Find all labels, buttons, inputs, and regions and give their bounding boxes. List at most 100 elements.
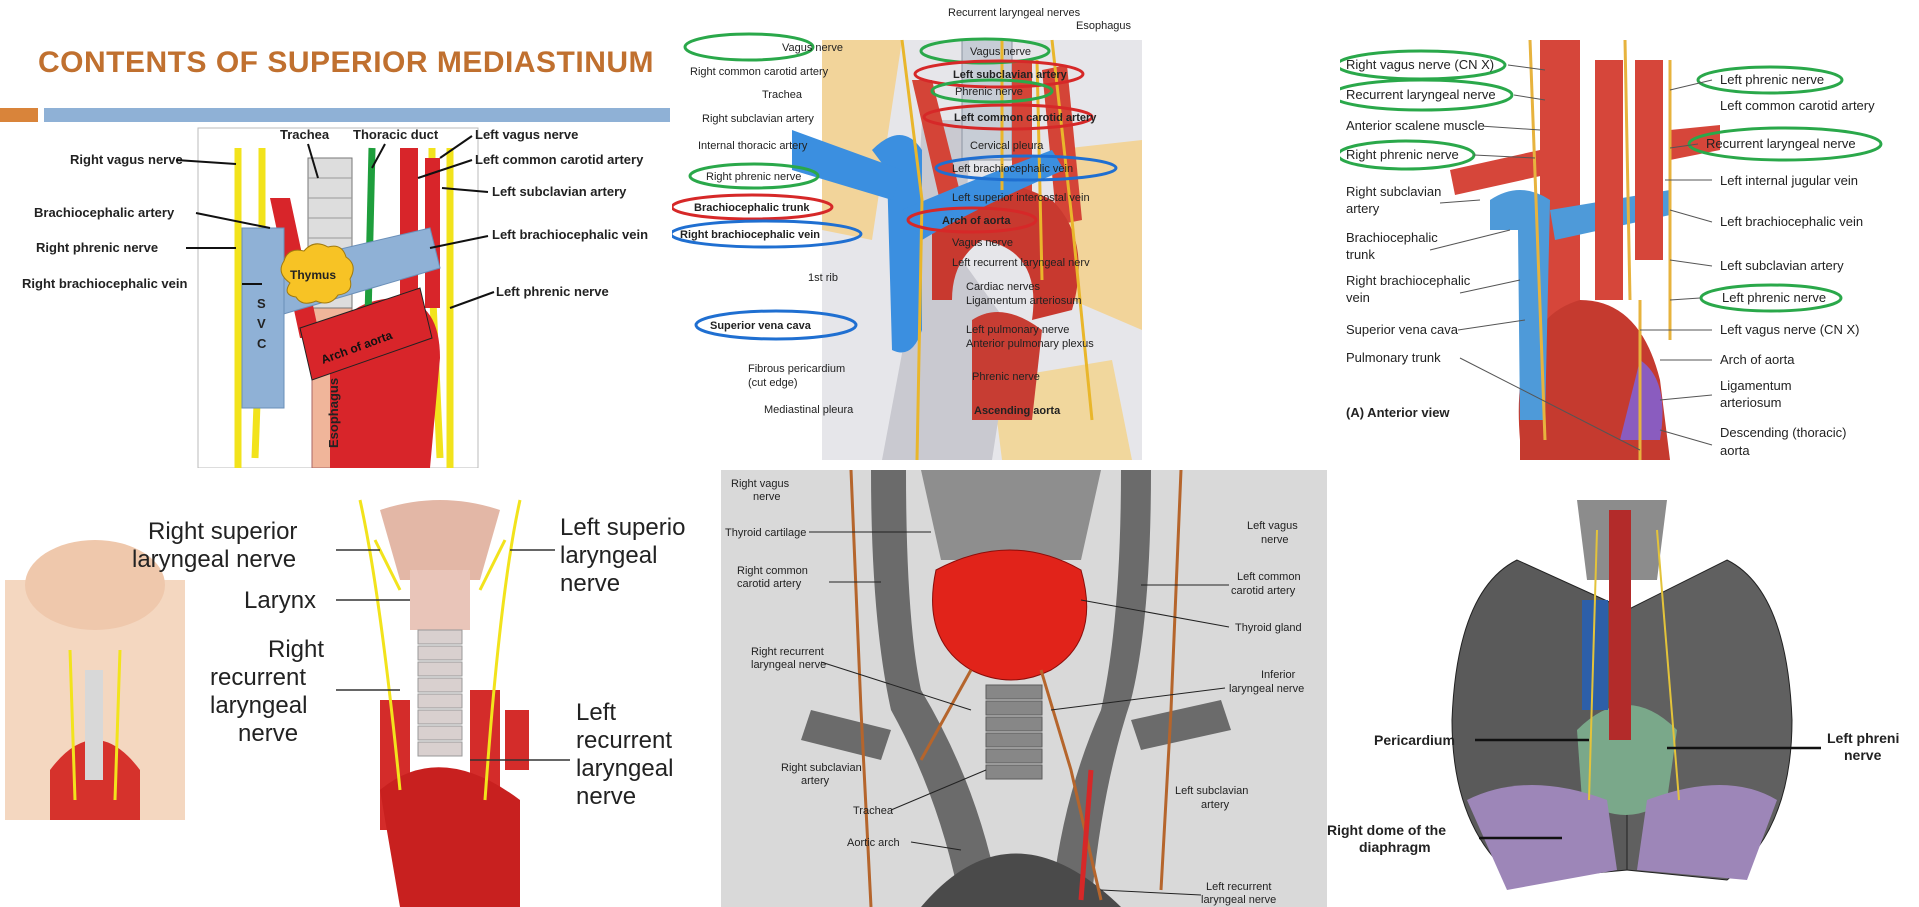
label-brachiocephalic-2: trunk xyxy=(1346,247,1375,262)
label-brachiocephalic-1: Brachiocephalic xyxy=(1346,230,1438,245)
label-ant-pulmonary-plexus: Anterior pulmonary plexus xyxy=(966,338,1094,350)
label-right-rec-4: nerve xyxy=(238,720,298,747)
label-left-vagus-1: Left vagus xyxy=(1247,520,1298,532)
schematic-mediastinum-diagram: Trachea Thoracic duct Left vagus nerve R… xyxy=(0,118,672,468)
label-left-rec-1: Left xyxy=(576,699,616,726)
label-right-common-carotid: Right common carotid artery xyxy=(690,66,829,78)
label-right-vagus-2: nerve xyxy=(753,491,781,503)
label-left-internal-jugular: Left internal jugular vein xyxy=(1720,173,1858,188)
label-superior-vena-cava: Superior vena cava xyxy=(710,320,812,332)
label-right-rec-2: recurrent xyxy=(210,664,306,691)
label-phrenic: Phrenic nerve xyxy=(955,86,1023,98)
label-right-rec-1: Right xyxy=(268,636,324,663)
label-recurrent-laryngeal: Recurrent laryngeal nerves xyxy=(948,7,1081,19)
label-svc: Superior vena cava xyxy=(1346,322,1459,337)
label-right-vagus-1: Right vagus xyxy=(731,478,790,490)
label-left-rec-3: laryngeal xyxy=(576,755,673,782)
label-anterior-scalene: Anterior scalene muscle xyxy=(1346,118,1485,133)
label-svc-c: C xyxy=(257,336,267,351)
label-left-common-carotid: Left common carotid artery xyxy=(1720,98,1875,113)
label-left-phrenic: Left phrenic nerve xyxy=(496,284,609,299)
lungs-pericardium-panel: Pericardium Left phreni nerve Right dome… xyxy=(1327,470,1919,907)
label-left-superior-1: Left superio xyxy=(560,514,685,541)
label-left-brachiocephalic-vein: Left brachiocephalic vein xyxy=(492,227,648,242)
label-left-brachiocephalic-vein: Left brachiocephalic vein xyxy=(952,163,1073,175)
label-right-brachio-vein-2: vein xyxy=(1346,290,1370,305)
label-right-phrenic: Right phrenic nerve xyxy=(706,171,801,183)
label-left-rec-4: nerve xyxy=(576,783,636,810)
neck-thumbnail-illustration xyxy=(5,540,185,820)
label-arch-of-aorta: Arch of aorta xyxy=(942,215,1011,227)
label-right-brachio-vein-1: Right brachiocephalic xyxy=(1346,273,1471,288)
label-left-superior-3: nerve xyxy=(560,570,620,597)
label-left-common-carotid: Left common carotid artery xyxy=(954,112,1097,124)
label-trachea: Trachea xyxy=(762,89,803,101)
label-left-phrenic-mid: Left phrenic nerve xyxy=(1722,290,1826,305)
label-esophagus: Esophagus xyxy=(1076,20,1132,32)
label-right-common-1: Right common xyxy=(737,565,808,577)
label-descending-2: aorta xyxy=(1720,443,1750,458)
label-anterior-view: (A) Anterior view xyxy=(1346,405,1450,420)
label-inferior-1: Inferior xyxy=(1261,669,1296,681)
label-trachea: Trachea xyxy=(280,127,330,142)
label-inferior-2: laryngeal nerve xyxy=(1229,683,1304,695)
label-thyroid-gland: Thyroid gland xyxy=(1235,622,1302,634)
label-ligamentum-1: Ligamentum xyxy=(1720,378,1792,393)
label-right-vagus: Right vagus nerve xyxy=(70,152,183,167)
label-left-brachiocephalic-vein: Left brachiocephalic vein xyxy=(1720,214,1863,229)
label-thyroid-cartilage: Thyroid cartilage xyxy=(725,527,806,539)
label-right-phrenic: Right phrenic nerve xyxy=(1346,147,1459,162)
label-left-common-1: Left common xyxy=(1237,571,1301,583)
label-vagus-right: Vagus nerve xyxy=(782,42,843,54)
label-right-subclavian-1: Right subclavian xyxy=(1346,184,1441,199)
label-descending-1: Descending (thoracic) xyxy=(1720,425,1846,440)
label-pericardium: Pericardium xyxy=(1374,732,1455,748)
label-fibrous-pericardium: Fibrous pericardium xyxy=(748,363,845,375)
label-aortic-arch: Aortic arch xyxy=(847,837,900,849)
laryngeal-nerves-panel: Right superior laryngeal nerve Left supe… xyxy=(0,470,718,907)
label-right-superior-1: Right superior xyxy=(148,518,297,545)
label-left-phrenic-top: Left phrenic nerve xyxy=(1720,72,1824,87)
label-vagus-nerve-2: Vagus nerve xyxy=(952,237,1013,249)
label-left-superior-2: laryngeal xyxy=(560,542,657,569)
thyroid-recurrent-laryngeal-panel: Right vagus nerve Left vagus nerve Thyro… xyxy=(721,470,1327,907)
label-right-subclavian-2: artery xyxy=(1346,201,1380,216)
anterior-view-illustration xyxy=(1450,40,1720,460)
label-left-rec-2: recurrent xyxy=(576,727,672,754)
label-right-rec-2: laryngeal nerve xyxy=(751,659,826,671)
larynx-trachea-illustration xyxy=(360,500,529,907)
label-phrenic-nerve-2: Phrenic nerve xyxy=(972,371,1040,383)
label-thoracic-duct: Thoracic duct xyxy=(353,127,439,142)
label-right-subclavian: Right subclavian artery xyxy=(702,113,814,125)
label-left-common-2: carotid artery xyxy=(1231,585,1296,597)
label-left-subclavian: Left subclavian artery xyxy=(1720,258,1844,273)
label-left-rec-2: laryngeal nerve xyxy=(1201,894,1276,906)
label-right-phrenic: Right phrenic nerve xyxy=(36,240,158,255)
label-cut-edge: (cut edge) xyxy=(748,377,798,389)
label-ligamentum: Ligamentum arteriosum xyxy=(966,295,1082,307)
label-svc-s: S xyxy=(257,296,266,311)
label-right-dome-1: Right dome of the xyxy=(1327,822,1446,838)
label-ligamentum-2: arteriosum xyxy=(1720,395,1781,410)
label-right-vagus: Right vagus nerve (CN X) xyxy=(1346,57,1494,72)
lungs-illustration xyxy=(1452,500,1792,890)
label-pulmonary-trunk: Pulmonary trunk xyxy=(1346,350,1441,365)
thoracic-duct-shape xyxy=(368,148,372,318)
anatomy-illustration-panel-2: Recurrent laryngeal nerves Esophagus Vag… xyxy=(672,0,1340,470)
label-left-recurrent: Left recurrent laryngeal nerv xyxy=(952,257,1090,269)
label-vagus-left: Vagus nerve xyxy=(970,46,1031,58)
label-mediastinal-pleura: Mediastinal pleura xyxy=(764,404,854,416)
label-left-vagus: Left vagus nerve xyxy=(475,127,578,142)
label-left-vagus: Left vagus nerve (CN X) xyxy=(1720,322,1859,337)
label-cervical-pleura: Cervical pleura xyxy=(970,140,1044,152)
label-left-rec-1: Left recurrent xyxy=(1206,881,1271,893)
label-brachiocephalic-artery: Brachiocephalic artery xyxy=(34,205,175,220)
label-left-common-carotid: Left common carotid artery xyxy=(475,152,644,167)
label-right-subclavian-2: artery xyxy=(801,775,830,787)
label-ascending-aorta: Ascending aorta xyxy=(974,405,1061,417)
label-right-common-2: carotid artery xyxy=(737,578,802,590)
label-recurrent-laryngeal: Recurrent laryngeal nerve xyxy=(1346,87,1496,102)
label-left-subclavian-2: artery xyxy=(1201,799,1230,811)
label-recurrent-laryngeal-r: Recurrent laryngeal nerve xyxy=(1706,136,1856,151)
label-left-pulmonary: Left pulmonary nerve xyxy=(966,324,1069,336)
